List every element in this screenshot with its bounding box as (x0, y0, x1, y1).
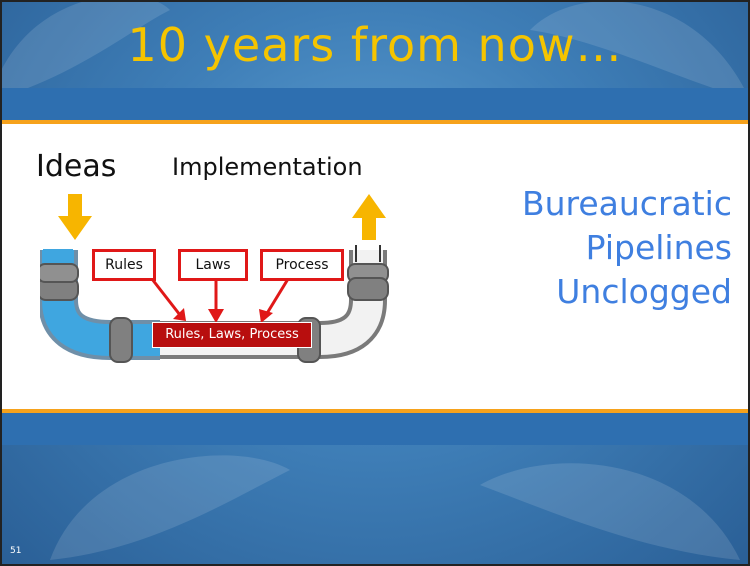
blockage-label: Rules, Laws, Process (152, 322, 312, 348)
leaf-pattern-top-left (0, 0, 170, 98)
ideas-down-arrow-icon (58, 194, 92, 240)
leaf-pattern-bottom-right (480, 463, 740, 560)
footer-band (0, 413, 750, 445)
implementation-label: Implementation (172, 153, 363, 181)
side-caption-line-1: Bureaucratic (521, 184, 732, 223)
header-band (0, 88, 750, 120)
leaf-pattern-top-right (530, 1, 750, 100)
side-caption-line-2: Pipelines (585, 228, 732, 267)
laws-box: Laws (178, 249, 248, 281)
process-box: Process (260, 249, 344, 281)
rules-box: Rules (92, 249, 156, 281)
slide-title: 10 years from now… (127, 18, 623, 72)
implementation-up-arrow-icon (352, 194, 386, 240)
leaf-pattern-bottom-left (50, 455, 290, 560)
side-caption-line-3: Unclogged (556, 272, 732, 311)
page-number: 51 (10, 546, 22, 556)
rule-arrows (150, 278, 290, 323)
header-orange-rule (0, 120, 750, 124)
footer-orange-rule (0, 409, 750, 413)
side-caption: Bureaucratic Pipelines Unclogged (522, 182, 732, 314)
ideas-label: Ideas (36, 149, 117, 184)
